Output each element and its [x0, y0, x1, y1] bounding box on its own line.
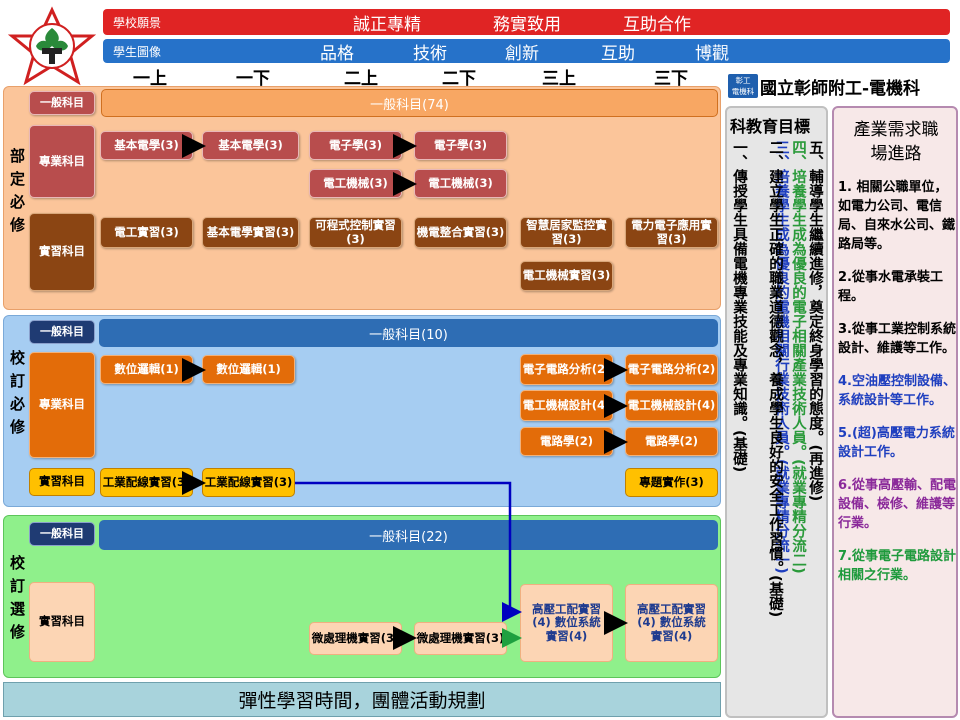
course-box[interactable]: 數位邏輯(1) [100, 355, 193, 384]
pro-tag: 專業科目 [29, 352, 95, 458]
career-item: 5.(超)高壓電力系統設計工作。 [838, 426, 955, 460]
portrait-item: 技術 [413, 43, 447, 64]
portrait-label: 學生圖像 [113, 44, 162, 59]
course-box[interactable]: 電工機械(3) [309, 169, 402, 198]
career-item: 2.從事水電承裝工程。 [838, 270, 943, 304]
general-tag: 一般科目 [29, 320, 95, 344]
portrait-item: 創新 [505, 43, 539, 64]
vision-bar: 學校願景 誠正專精 務實致用 互助合作 [103, 9, 950, 35]
practice-tag: 實習科目 [29, 213, 95, 291]
blue-flow-arrow [295, 481, 522, 622]
career-item: 7.從事電子電路設計相關之行業。 [838, 549, 956, 583]
course-box[interactable]: 機電整合實習(3) [414, 217, 507, 248]
general-tag: 一般科目 [29, 522, 95, 546]
vision-label: 學校願景 [113, 15, 162, 30]
general-tag: 一般科目 [29, 91, 95, 115]
black-arrows [182, 134, 628, 650]
edu-goals-panel [725, 106, 828, 718]
course-box[interactable]: 基本電學(3) [100, 131, 193, 160]
edu-goal: 五、輔導學生繼續進修，奠定終身學習的態度。(再進修) [807, 140, 823, 502]
vision-item: 誠正專精 [353, 14, 421, 35]
general-bar: 一般科目(10) [99, 319, 718, 347]
edu-goal: 二、建立學生正確的職業道德觀念，養成學生良好的安全工作習慣。(基礎) [767, 140, 783, 618]
course-box-label: 高壓工配實習(4) 數位系統實習(4) [532, 602, 601, 643]
vision-item: 務實致用 [493, 14, 561, 35]
course-box[interactable]: 電力電子應用實習(3) [625, 217, 718, 248]
course-box[interactable]: 電路學(2) [520, 427, 613, 456]
semester-header: 一下 [236, 69, 270, 89]
pro-tag: 專業科目 [29, 125, 95, 198]
school-logo [8, 6, 96, 86]
semester-header: 三下 [654, 69, 688, 89]
course-box[interactable]: 工業配線實習(3) [100, 468, 193, 497]
section-side-label: 校訂必修 [8, 350, 26, 442]
course-box[interactable]: 基本電學實習(3) [202, 217, 299, 248]
general-bar: 一般科目(74) [101, 89, 718, 117]
course-box[interactable]: 專題實作(3) [625, 468, 718, 497]
edu-goal: 三、培養學生成為優良的電機相關行業技術人員。(就業專精分流一) [773, 140, 789, 574]
portrait-bar: 學生圖像 品格 技術 創新 互助 博觀 [103, 39, 950, 64]
semester-header: 二上 [344, 69, 378, 89]
course-box[interactable]: 微處理機實習(3) [414, 622, 507, 655]
course-box[interactable]: 電子學(3) [414, 131, 507, 160]
dept-badge-line: 電機科 [731, 87, 755, 96]
semester-header: 二下 [442, 69, 476, 89]
career-item: 4.空油壓控制設備、系統設計等工作。 [838, 374, 956, 408]
flex-time-bar: 彈性學習時間，團體活動規劃 [3, 682, 721, 717]
edu-goal: 四、培養學生成為優良的電子相關產業技術人員。(就業專精分流二) [790, 140, 806, 574]
vision-item: 互助合作 [623, 14, 691, 35]
career-item: 6.從事高壓輸、配電設備、檢修、維護等行業。 [838, 478, 956, 531]
career-list: 1. 相關公職單位，如電力公司、電信局、自來水公司、鐵路局等。 2.從事水電承裝… [838, 178, 956, 599]
career-item: 3.從事工業控制系統設計、維護等工作。 [838, 322, 956, 356]
dept-badge: 彰工 電機科 [728, 74, 758, 98]
course-box[interactable]: 智慧居家監控實習(3) [520, 217, 613, 248]
practice-tag: 實習科目 [29, 468, 95, 496]
semester-header: 一上 [133, 69, 167, 89]
course-box[interactable]: 基本電學(3) [202, 131, 299, 160]
course-box[interactable]: 電子電路分析(2) [625, 354, 718, 385]
semester-header: 三上 [542, 69, 576, 89]
career-title: 產業需求職場進路 [853, 120, 939, 164]
course-box[interactable]: 電工機械(3) [414, 169, 507, 198]
portrait-item: 品格 [320, 43, 354, 64]
course-box[interactable]: 電工機械設計(4) [520, 390, 613, 421]
general-bar: 一般科目(22) [99, 520, 718, 550]
dept-title: 國立彰師附工-電機科 [760, 79, 921, 99]
portrait-item: 互助 [601, 43, 635, 64]
course-box[interactable]: 電子電路分析(2) [520, 354, 613, 385]
section-side-label: 部定必修 [8, 148, 26, 240]
practice-tag: 實習科目 [29, 582, 95, 662]
course-box[interactable]: 數位邏輯(1) [202, 355, 295, 384]
career-item: 1. 相關公職單位，如電力公司、電信局、自來水公司、鐵路局等。 [838, 180, 956, 252]
career-panel [832, 106, 958, 718]
course-box[interactable]: 電工機械實習(3) [520, 261, 613, 291]
section-side-label: 校訂選修 [8, 555, 26, 647]
course-box[interactable]: 電工實習(3) [100, 217, 193, 248]
edu-goals-title: 科教育目標 [730, 117, 811, 136]
course-box[interactable]: 電子學(3) [309, 131, 402, 160]
edu-goal: 一、傳授學生具備電機專業技能及專業知識。(基礎) [731, 140, 747, 473]
course-box[interactable]: 工業配線實習(3) [202, 468, 295, 497]
portrait-item: 博觀 [695, 43, 729, 64]
course-box-dual[interactable]: 高壓工配實習(4) 數位系統實習(4) [520, 584, 613, 662]
dept-badge-line: 彰工 [735, 76, 751, 85]
course-box[interactable]: 可程式控制實習(3) [309, 217, 402, 248]
course-box-label: 高壓工配實習(4) 數位系統實習(4) [637, 602, 706, 643]
course-box[interactable]: 微處理機實習(3) [309, 622, 402, 655]
course-box[interactable]: 電路學(2) [625, 427, 718, 456]
